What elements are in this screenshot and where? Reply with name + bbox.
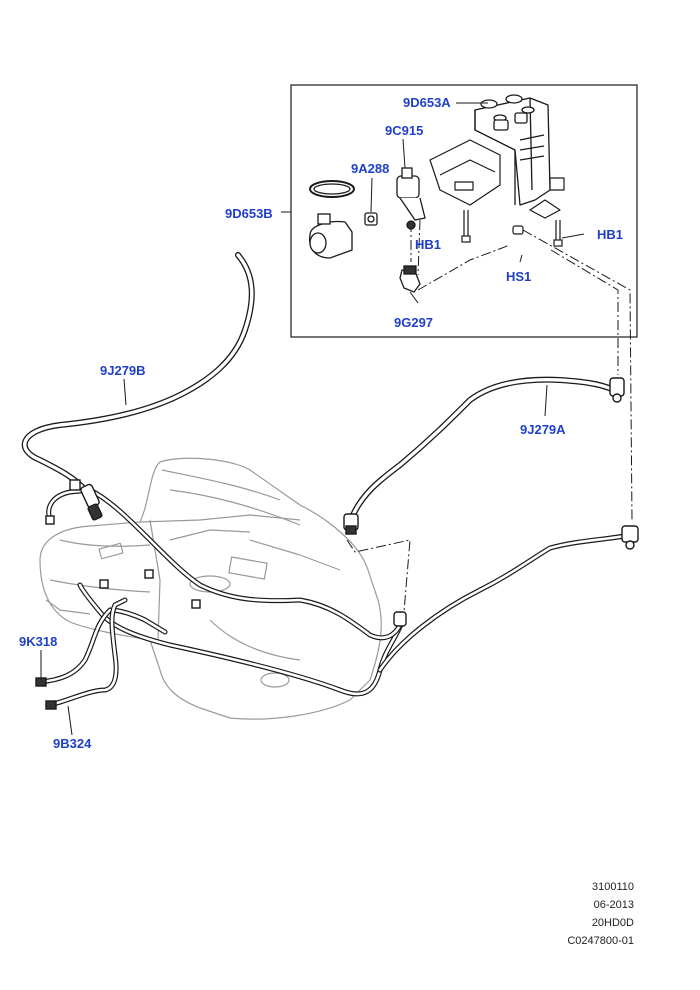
drawing-number: 3100110 [591, 881, 634, 893]
label-HB1-right: HB1 [597, 227, 624, 242]
inset-frame [290, 84, 638, 338]
hose-lower-right [77, 532, 633, 697]
pump-unit-9D653B [309, 180, 355, 259]
label-9D653B: 9D653B [225, 206, 273, 221]
label-9J279B: 9J279B [100, 363, 146, 378]
label-9A288: 9A288 [351, 161, 390, 176]
hose-9J279A [347, 376, 621, 525]
label-9J279A: 9J279A [520, 422, 566, 437]
bolt-HB1-right [553, 220, 563, 247]
connector-right-lower [621, 525, 639, 550]
fuel-tank [39, 457, 382, 720]
drawing-date: 06-2013 [593, 899, 634, 911]
leader-lines [346, 219, 633, 613]
pipes [21, 252, 633, 708]
clips [35, 479, 201, 710]
screw-HS1 [512, 225, 524, 235]
carbon-canister [474, 94, 551, 206]
connectors [35, 377, 639, 710]
elbow-9G297 [399, 265, 421, 293]
connector-9J279A-upper [609, 377, 625, 403]
callout-leaders [281, 102, 585, 304]
hose-9J279B [21, 252, 255, 513]
connector-9J279B-end [80, 483, 103, 521]
canister-bracket [429, 139, 565, 219]
label-9C915: 9C915 [385, 123, 424, 138]
connector-tank-mid [393, 611, 407, 627]
label-9G297: 9G297 [394, 315, 434, 330]
label-HB1-left: HB1 [415, 237, 442, 252]
part-9A288-fitting [364, 212, 378, 226]
hose-9B324 [47, 597, 128, 708]
label-9D653A: 9D653A [403, 95, 451, 110]
connector-9J279A-lower [343, 513, 359, 535]
label-9B324: 9B324 [53, 736, 92, 751]
model-code: 20HD0D [591, 917, 634, 929]
bolt-HB1-left [461, 210, 471, 243]
label-9K318: 9K318 [19, 634, 58, 649]
valve-9C915 [396, 167, 426, 230]
hose-9K318 [37, 607, 168, 685]
canister-inset [281, 84, 638, 338]
label-HS1: HS1 [506, 269, 532, 284]
catalogue-reference: C0247800-01 [567, 935, 634, 947]
